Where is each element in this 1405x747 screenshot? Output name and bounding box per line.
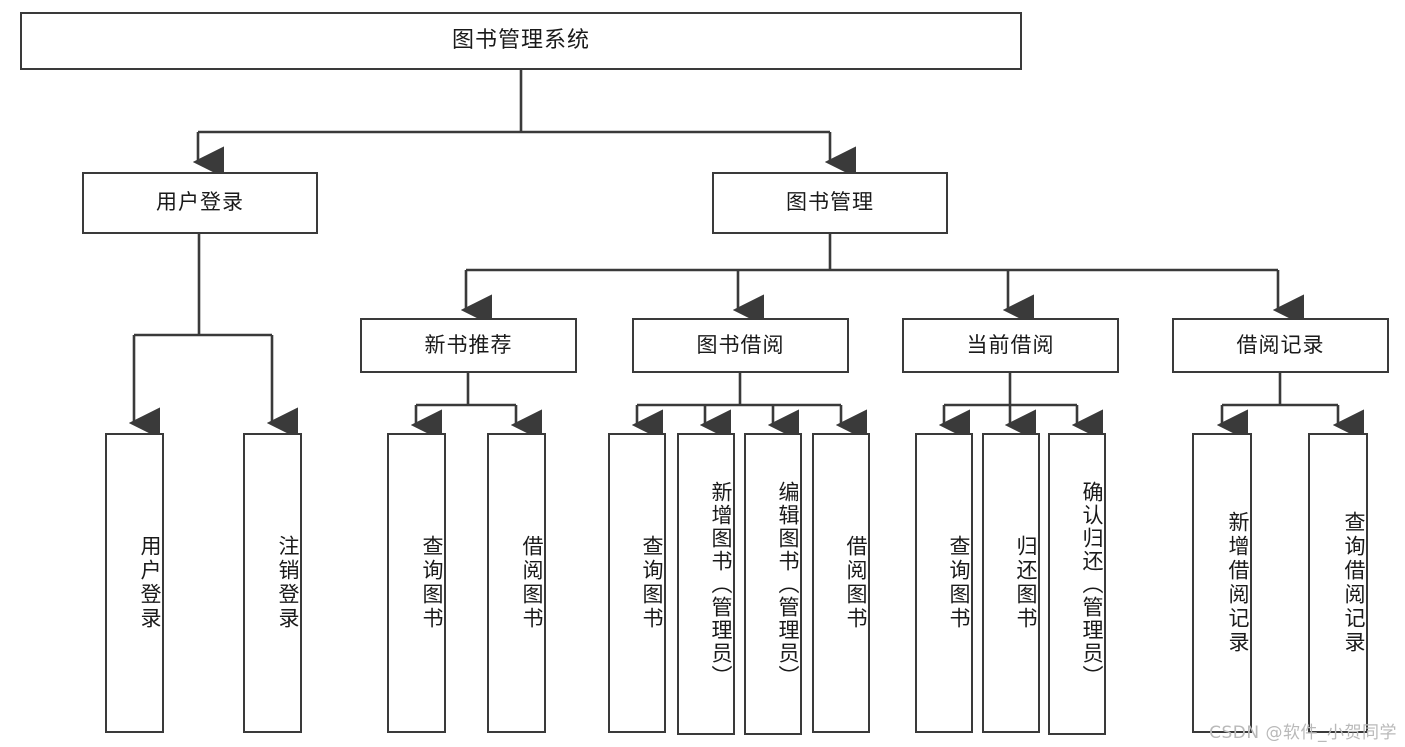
node-leaf-query-book-2[interactable]: 查询图书	[608, 433, 666, 733]
node-leaf-edit-book-label: 编辑图书（管理员）	[776, 480, 800, 688]
node-leaf-query-record[interactable]: 查询借阅记录	[1308, 433, 1368, 733]
node-book-management-label: 图书管理	[786, 190, 874, 215]
node-leaf-borrow-book-2[interactable]: 借阅图书	[812, 433, 870, 733]
node-book-management[interactable]: 图书管理	[712, 172, 948, 234]
node-borrow-record-label: 借阅记录	[1236, 332, 1325, 357]
node-leaf-logout-label: 注销登录	[276, 535, 300, 631]
node-leaf-query-book-1[interactable]: 查询图书	[387, 433, 446, 733]
node-leaf-return-book[interactable]: 归还图书	[982, 433, 1040, 733]
node-leaf-query-book-1-label: 查询图书	[420, 535, 444, 631]
node-current-borrow-label: 当前借阅	[966, 332, 1055, 357]
node-user-login[interactable]: 用户登录	[82, 172, 318, 234]
node-book-borrow-label: 图书借阅	[696, 332, 785, 357]
watermark: CSDN @软件_小贺同学	[1209, 723, 1397, 743]
node-leaf-borrow-book-2-label: 借阅图书	[844, 535, 868, 631]
node-leaf-query-book-3-label: 查询图书	[947, 535, 971, 631]
node-root-label: 图书管理系统	[451, 27, 590, 53]
node-leaf-query-record-label: 查询借阅记录	[1342, 511, 1366, 655]
node-leaf-add-book[interactable]: 新增图书（管理员）	[677, 433, 735, 735]
node-leaf-return-book-label: 归还图书	[1014, 535, 1038, 631]
node-leaf-edit-book[interactable]: 编辑图书（管理员）	[744, 433, 802, 735]
node-root[interactable]: 图书管理系统	[20, 12, 1022, 70]
node-leaf-user-login-label: 用户登录	[138, 535, 162, 631]
node-leaf-user-login[interactable]: 用户登录	[105, 433, 164, 733]
node-current-borrow[interactable]: 当前借阅	[902, 318, 1119, 373]
node-leaf-query-book-2-label: 查询图书	[640, 535, 664, 631]
node-leaf-confirm-return-label: 确认归还（管理员）	[1080, 480, 1104, 688]
node-new-book-recommend-label: 新书推荐	[424, 332, 513, 357]
node-leaf-borrow-book-1-label: 借阅图书	[520, 535, 544, 631]
node-leaf-add-book-label: 新增图书（管理员）	[709, 480, 733, 688]
node-leaf-query-book-3[interactable]: 查询图书	[915, 433, 973, 733]
node-leaf-confirm-return[interactable]: 确认归还（管理员）	[1048, 433, 1106, 735]
node-leaf-add-record[interactable]: 新增借阅记录	[1192, 433, 1252, 733]
node-leaf-add-record-label: 新增借阅记录	[1226, 511, 1250, 655]
node-leaf-logout[interactable]: 注销登录	[243, 433, 302, 733]
node-leaf-borrow-book-1[interactable]: 借阅图书	[487, 433, 546, 733]
node-new-book-recommend[interactable]: 新书推荐	[360, 318, 577, 373]
node-borrow-record[interactable]: 借阅记录	[1172, 318, 1389, 373]
node-user-login-label: 用户登录	[156, 190, 244, 215]
node-book-borrow[interactable]: 图书借阅	[632, 318, 849, 373]
